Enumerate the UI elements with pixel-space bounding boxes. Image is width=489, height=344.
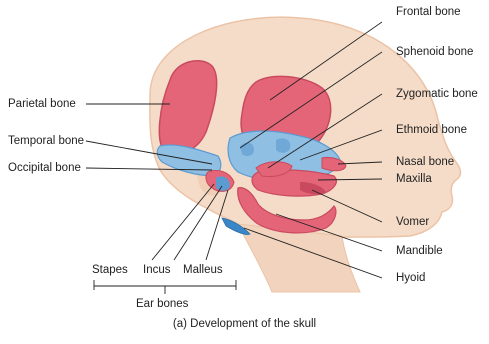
label-stapes: Stapes	[92, 264, 128, 277]
label-vomer: Vomer	[396, 216, 429, 229]
label-maxilla: Maxilla	[396, 173, 432, 186]
label-incus: Incus	[143, 264, 171, 277]
label-sphenoid-bone: Sphenoid bone	[396, 46, 473, 59]
figure-caption: (a) Development of the skull	[0, 318, 489, 330]
leader-stapes	[152, 184, 214, 260]
ear-bones-bracket	[94, 280, 236, 294]
label-frontal-bone: Frontal bone	[396, 6, 461, 19]
label-nasal-bone: Nasal bone	[396, 156, 454, 169]
label-occipital-bone: Occipital bone	[8, 162, 81, 175]
label-ear-bones: Ear bones	[136, 298, 188, 311]
label-hyoid: Hyoid	[396, 272, 425, 285]
label-zygomatic-bone: Zygomatic bone	[396, 88, 478, 101]
label-mandible: Mandible	[396, 245, 443, 258]
label-parietal-bone: Parietal bone	[8, 98, 76, 111]
label-temporal-bone: Temporal bone	[8, 135, 84, 148]
label-malleus: Malleus	[183, 264, 223, 277]
label-ethmoid-bone: Ethmoid bone	[396, 124, 467, 137]
